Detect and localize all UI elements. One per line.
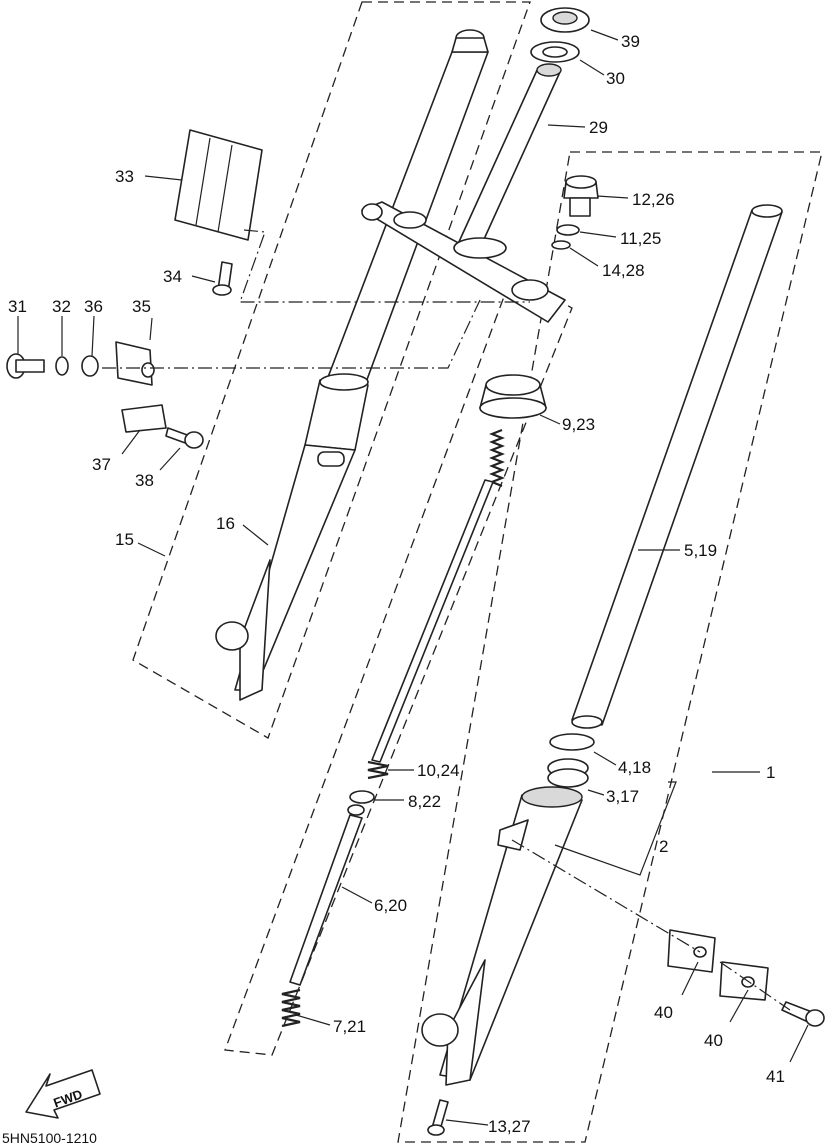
label-40b: 40 xyxy=(704,1031,723,1050)
callout-labels: 39 30 29 12,26 11,25 14,28 33 34 31 32 3… xyxy=(8,32,785,1136)
clamp-40a xyxy=(667,929,716,973)
label-12-26: 12,26 xyxy=(632,190,675,209)
washer-14-28 xyxy=(551,240,571,250)
holder-37 xyxy=(121,404,167,433)
oil-seal-3-17 xyxy=(547,758,589,788)
hose-guide-33 xyxy=(174,129,263,241)
label-31: 31 xyxy=(8,297,27,316)
fork-cap-9-23 xyxy=(479,374,547,419)
label-39: 39 xyxy=(621,32,640,51)
label-38: 38 xyxy=(135,471,154,490)
label-16: 16 xyxy=(216,514,235,533)
group-1-boundary xyxy=(397,151,823,1143)
bearing-39 xyxy=(540,7,590,33)
bolt-41 xyxy=(781,1001,825,1027)
label-41: 41 xyxy=(766,1067,785,1086)
bolt-31 xyxy=(6,353,45,379)
inner-tube-16 xyxy=(215,29,489,701)
label-30: 30 xyxy=(606,69,625,88)
diagram-code: 5HN5100-1210 xyxy=(2,1130,97,1146)
fork-rod-5-19 xyxy=(571,204,783,729)
label-34: 34 xyxy=(163,267,182,286)
assembly-line-c xyxy=(511,839,701,953)
assembly-line-d xyxy=(719,961,791,1011)
clamp-40b xyxy=(719,961,769,1001)
o-ring-11-25 xyxy=(556,224,580,236)
bracket-35 xyxy=(115,341,155,386)
label-35: 35 xyxy=(132,297,151,316)
leader-lines xyxy=(17,29,809,1126)
assembly-line-b xyxy=(102,299,481,369)
label-1: 1 xyxy=(766,763,775,782)
label-36: 36 xyxy=(84,297,103,316)
washer-32 xyxy=(55,356,69,376)
label-29: 29 xyxy=(589,118,608,137)
label-40a: 40 xyxy=(654,1003,673,1022)
group-15-boundary xyxy=(132,1,531,739)
drain-bolt-13-27 xyxy=(427,1099,449,1136)
group-2-boundary xyxy=(224,274,573,1056)
washer-36 xyxy=(81,355,99,377)
ring-8-22 xyxy=(349,790,375,804)
label-6-20: 6,20 xyxy=(374,896,407,915)
label-10-24: 10,24 xyxy=(417,761,460,780)
assembly-line-a xyxy=(239,229,530,303)
label-13-27: 13,27 xyxy=(488,1117,531,1136)
label-9-23: 9,23 xyxy=(562,415,595,434)
bolt-38 xyxy=(165,427,204,449)
cap-bolt-12-26 xyxy=(563,175,599,217)
bolt-34 xyxy=(212,261,233,296)
circlip-4-18 xyxy=(549,733,595,751)
label-5-19: 5,19 xyxy=(684,541,717,560)
label-4-18: 4,18 xyxy=(618,758,651,777)
label-15: 15 xyxy=(115,530,134,549)
label-8-22: 8,22 xyxy=(408,792,441,811)
fwd-arrow-icon: FWD xyxy=(25,1069,101,1119)
label-37: 37 xyxy=(92,455,111,474)
upper-spring xyxy=(489,428,505,488)
label-33: 33 xyxy=(115,167,134,186)
steering-stem-29 xyxy=(361,63,566,323)
label-32: 32 xyxy=(52,297,71,316)
outer-tube-2 xyxy=(421,786,583,1086)
seal-30 xyxy=(530,41,580,63)
damper-rod-6-20 xyxy=(281,479,494,1028)
label-11-25: 11,25 xyxy=(620,229,661,248)
label-3-17: 3,17 xyxy=(606,787,639,806)
label-2: 2 xyxy=(659,837,668,856)
label-14-28: 14,28 xyxy=(602,261,645,280)
label-7-21: 7,21 xyxy=(333,1017,366,1036)
